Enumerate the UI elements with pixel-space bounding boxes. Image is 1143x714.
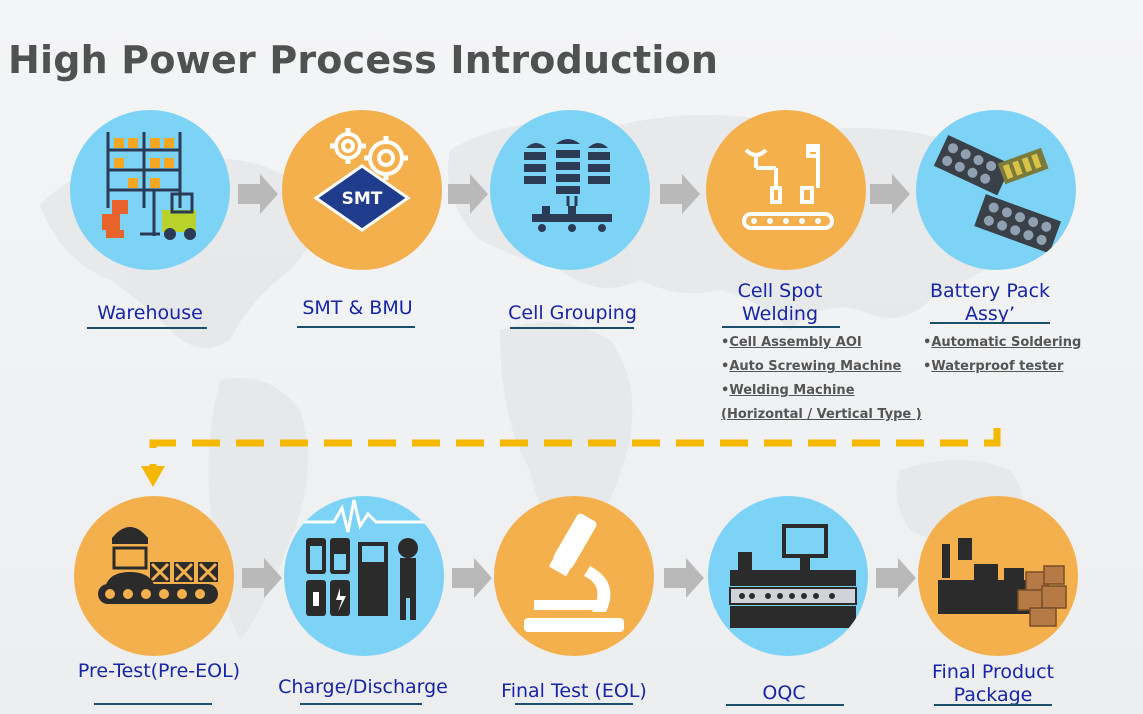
list-item-text: Welding Machine <box>729 383 855 398</box>
step-label-charge-discharge: Charge/Discharge <box>278 676 448 698</box>
list-item-text: Auto Screwing Machine <box>729 359 902 374</box>
label-underline <box>510 327 634 329</box>
list-item-text: Cell Assembly AOI <box>729 335 862 350</box>
bullet-mark: • <box>721 335 730 350</box>
bullet-mark: • <box>721 359 730 374</box>
arrow-right-icon <box>660 174 700 214</box>
step-label-spot-welding: Cell Spot Welding <box>715 280 845 326</box>
final-test-step-circle <box>494 496 654 656</box>
cell-grouping-icon <box>524 139 612 232</box>
label-underline <box>94 703 212 705</box>
arrow-right-icon <box>452 558 492 598</box>
list-item: •Waterproof tester <box>923 355 1081 379</box>
battery-pack-step-circle <box>916 110 1076 270</box>
microscope-icon <box>524 513 624 632</box>
label-underline <box>87 327 207 329</box>
label-underline <box>934 704 1052 706</box>
smt-step-circle <box>282 110 442 270</box>
arrow-right-icon <box>448 174 488 214</box>
cell-grouping-step-circle <box>490 110 650 270</box>
step-label-line: Cell Spot <box>737 280 823 302</box>
label-underline <box>515 703 633 705</box>
bullet-mark: • <box>923 359 932 374</box>
smt-icon <box>313 128 411 232</box>
step-label-pre-test: Pre-Test(Pre-EOL) <box>77 660 241 682</box>
pre-test-step-circle <box>74 496 234 656</box>
oqc-icon <box>729 524 857 628</box>
label-underline <box>297 326 415 328</box>
charge-discharge-step-circle <box>284 496 444 656</box>
step-label-smt: SMT & BMU <box>302 297 413 319</box>
oqc-step-circle <box>708 496 868 656</box>
list-item: •Auto Screwing Machine <box>721 355 922 379</box>
list-item: •Cell Assembly AOI <box>721 331 922 355</box>
step-label-battery-pack: Battery Pack Assy’ <box>920 280 1060 326</box>
list-item-text: Waterproof tester <box>931 359 1064 374</box>
step-label-line: Final Product <box>932 661 1054 683</box>
package-icon <box>938 538 1067 627</box>
label-underline <box>300 703 422 705</box>
bullet-mark: • <box>923 335 932 350</box>
pack-equipment-list: •Automatic Soldering •Waterproof tester <box>923 331 1081 379</box>
pre-test-icon <box>98 527 218 604</box>
arrow-right-icon <box>238 174 278 214</box>
warehouse-step-circle <box>70 110 230 270</box>
list-item: •Welding Machine <box>721 379 922 403</box>
arrow-right-icon <box>870 174 910 214</box>
welding-equipment-list: •Cell Assembly AOI •Auto Screwing Machin… <box>721 331 922 427</box>
step-label-oqc: OQC <box>762 682 806 704</box>
spot-welding-icon <box>742 144 834 230</box>
step-label-cell-grouping: Cell Grouping <box>508 302 637 324</box>
arrow-right-icon <box>242 558 282 598</box>
step-label-package: Final Product Package <box>918 661 1068 707</box>
step-label-line: Welding <box>741 303 819 325</box>
bullet-mark: • <box>721 383 730 398</box>
smt-badge-label: SMT <box>341 189 383 209</box>
battery-pack-icon <box>933 134 1062 254</box>
list-item: (Horizontal / Vertical Type ) <box>721 403 922 427</box>
label-underline <box>726 704 844 706</box>
spot-welding-step-circle <box>706 110 866 270</box>
list-item: •Automatic Soldering <box>923 331 1081 355</box>
package-step-circle <box>918 496 1078 656</box>
step-label-line: Assy’ <box>964 303 1016 325</box>
page-title: High Power Process Introduction <box>8 38 719 82</box>
arrow-right-icon <box>664 558 704 598</box>
label-underline <box>930 322 1050 324</box>
warehouse-icon <box>102 132 196 240</box>
list-item-text: (Horizontal / Vertical Type ) <box>721 407 922 422</box>
step-label-line: Package <box>953 684 1033 706</box>
arrow-right-icon <box>876 558 916 598</box>
step-label-line: Battery Pack <box>929 280 1051 302</box>
step-label-final-test: Final Test (EOL) <box>501 680 647 702</box>
label-underline <box>722 326 840 328</box>
list-item-text: Automatic Soldering <box>931 335 1082 350</box>
charge-discharge-icon <box>284 499 444 620</box>
step-label-warehouse: Warehouse <box>97 302 203 324</box>
